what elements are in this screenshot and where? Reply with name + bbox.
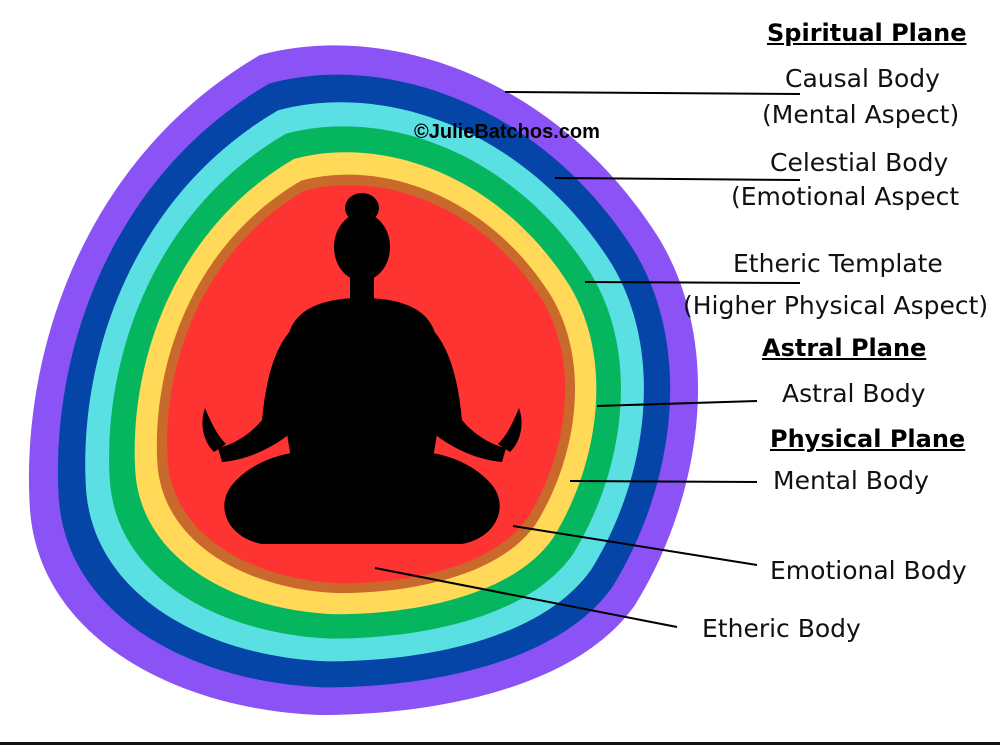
heading-spiritual-plane: Spiritual Plane	[767, 19, 967, 47]
label-causal-body: Causal Body	[785, 64, 940, 93]
watermark: ©JulieBatchos.com	[414, 121, 600, 143]
leader-line-emotional-body	[512, 525, 758, 566]
label-etheric-template-aspect: (Higher Physical Aspect)	[683, 291, 989, 320]
label-celestial-aspect: (Emotional Aspect	[731, 182, 960, 211]
leader-line-causal	[504, 91, 801, 95]
leader-line-mental-body	[569, 480, 758, 483]
heading-astral-plane: Astral Plane	[762, 334, 927, 362]
label-celestial-body: Celestial Body	[770, 148, 949, 177]
label-emotional-body: Emotional Body	[770, 556, 967, 585]
leader-line-astral-body	[596, 400, 758, 407]
label-etheric-body: Etheric Body	[702, 614, 861, 643]
label-mental-body: Mental Body	[773, 466, 929, 495]
leader-lines	[374, 91, 801, 628]
meditating-figure-icon	[202, 193, 522, 544]
heading-physical-plane: Physical Plane	[770, 425, 966, 453]
leader-line-etheric-body	[374, 567, 678, 628]
leader-line-celestial	[554, 177, 801, 181]
label-etheric-template: Etheric Template	[733, 249, 943, 278]
leader-line-etheric-template	[584, 281, 801, 284]
label-causal-aspect: (Mental Aspect)	[762, 100, 960, 129]
label-astral-body: Astral Body	[782, 379, 926, 408]
bottom-divider	[0, 742, 1000, 745]
